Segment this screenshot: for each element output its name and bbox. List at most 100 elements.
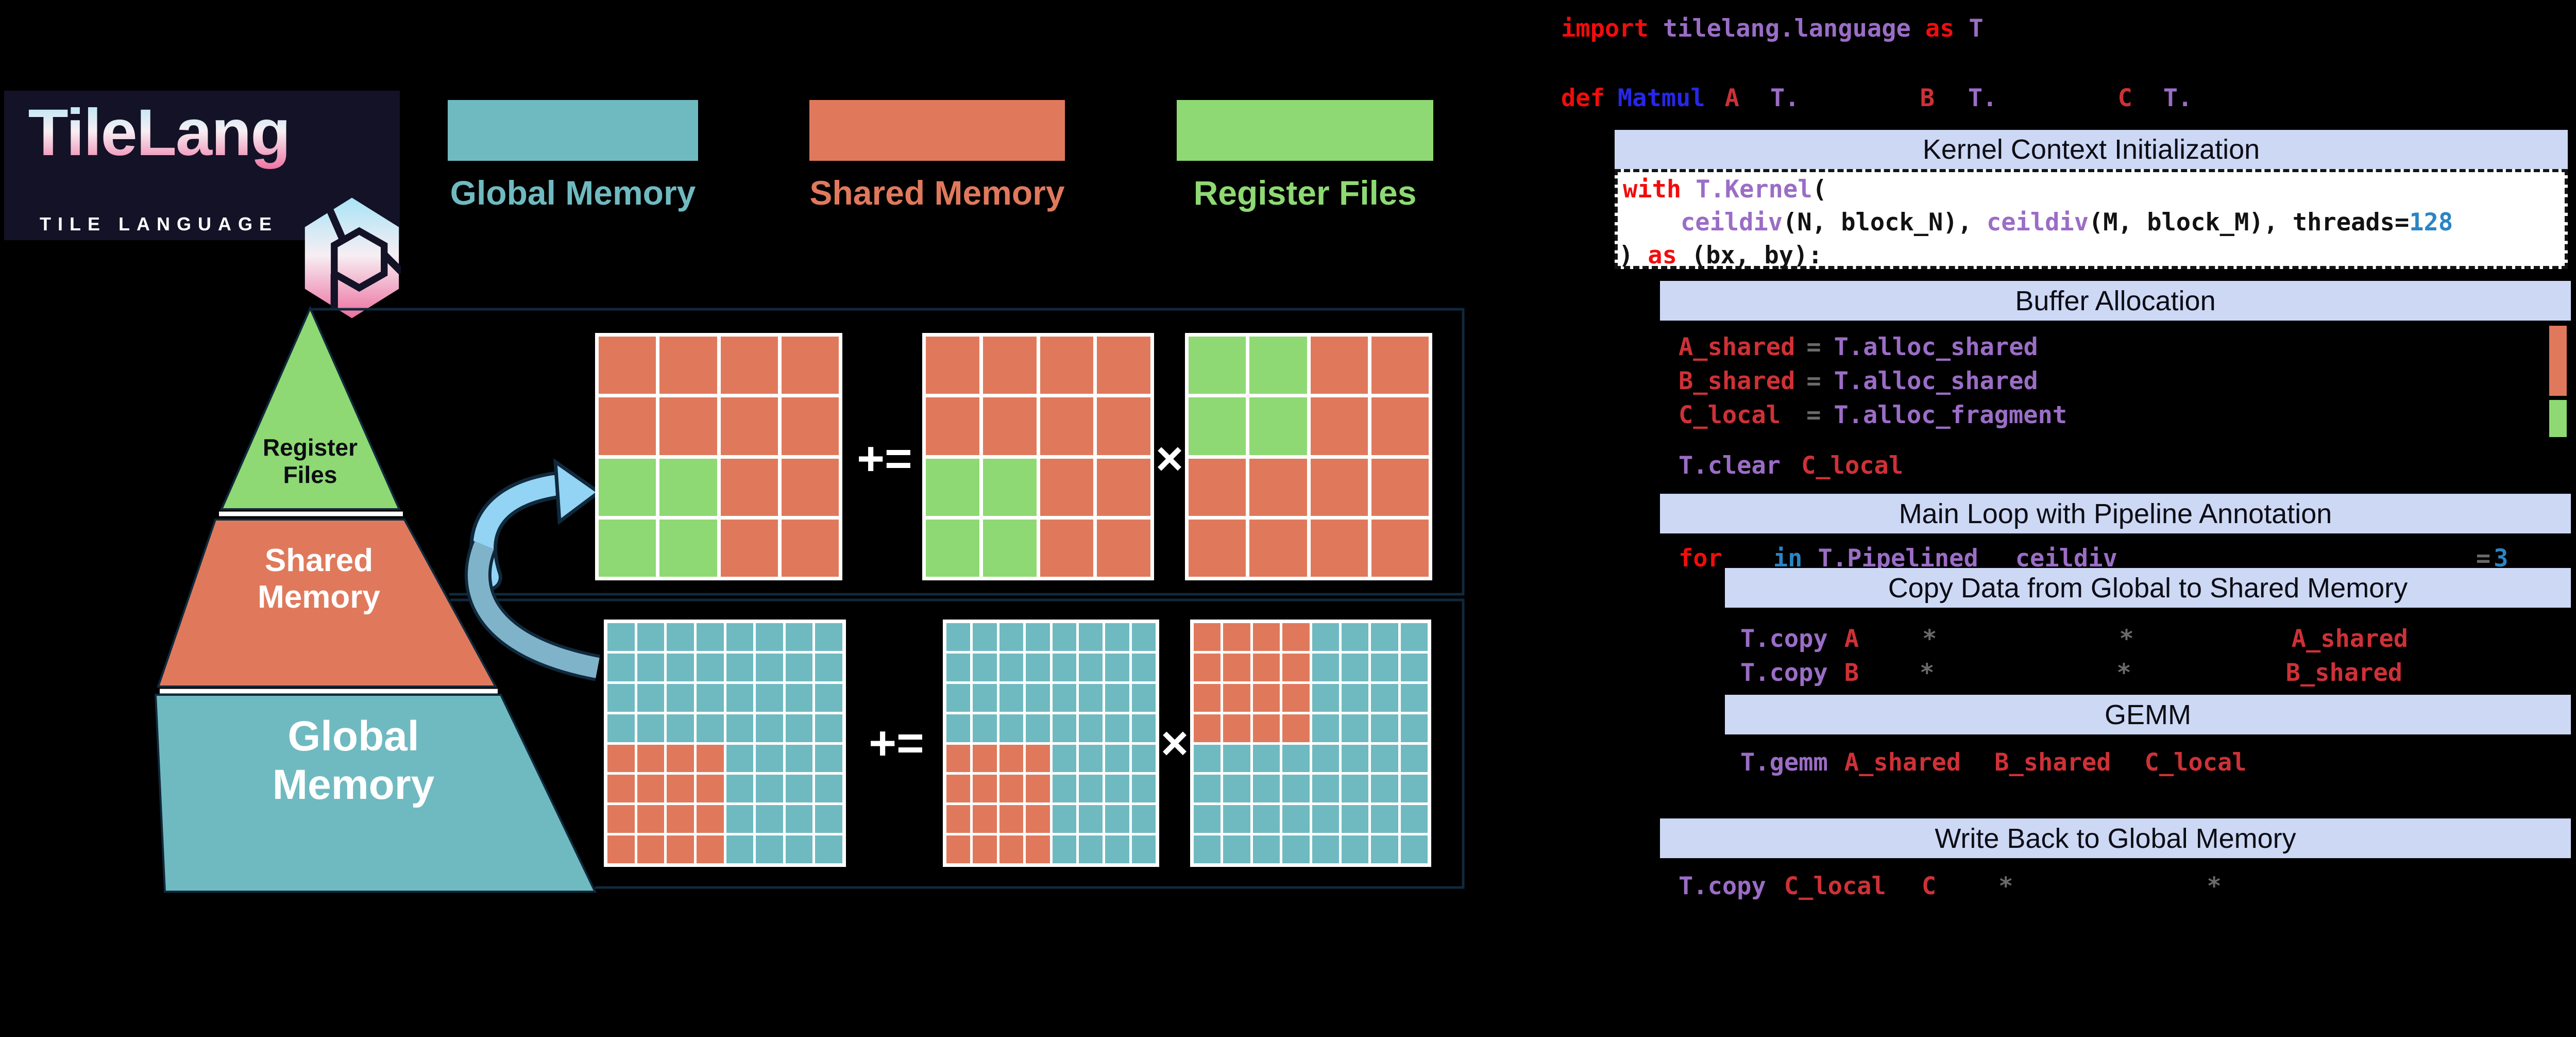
code-token: T.Kernel bbox=[1696, 175, 1812, 204]
arrowhead-icon bbox=[553, 458, 602, 525]
matrix-cell bbox=[1026, 805, 1050, 833]
matrix-cell bbox=[1040, 519, 1094, 577]
code-token: T.gemm bbox=[1740, 748, 1828, 777]
matrix-cell bbox=[696, 623, 724, 651]
matrix-cell bbox=[1026, 714, 1050, 742]
matrix-cell bbox=[1400, 835, 1428, 863]
shared-memory-tag bbox=[2549, 326, 2567, 396]
pyramid-label-register: Register Files bbox=[262, 434, 358, 488]
matrix-cell bbox=[1131, 653, 1156, 681]
section-header-writeback: Write Back to Global Memory bbox=[1660, 818, 2571, 858]
matrix-cell bbox=[946, 805, 971, 833]
matrix-cell bbox=[1105, 653, 1129, 681]
matrix-cell bbox=[637, 744, 665, 773]
shared-tile-matrix-a bbox=[922, 333, 1154, 580]
legend-label-global: Global Memory bbox=[450, 174, 696, 212]
matrix-cell bbox=[1282, 623, 1310, 651]
matrix-cell bbox=[815, 835, 842, 863]
matrix-cell bbox=[1052, 744, 1076, 773]
matrix-cell bbox=[1341, 835, 1369, 863]
matrix-cell bbox=[726, 714, 754, 742]
matrix-cell bbox=[1194, 653, 1221, 681]
matrix-cell bbox=[926, 337, 979, 394]
matrix-cell bbox=[599, 519, 656, 577]
matrix-cell bbox=[659, 458, 717, 516]
matrix-cell bbox=[1252, 805, 1280, 833]
matrix-cell bbox=[667, 653, 694, 681]
matrix-cell bbox=[1026, 744, 1050, 773]
matrix-cell bbox=[1341, 623, 1369, 651]
matrix-cell bbox=[726, 683, 754, 712]
code-token: = bbox=[1806, 401, 1821, 429]
matrix-cell bbox=[785, 653, 813, 681]
matrix-cell bbox=[607, 744, 635, 773]
matrix-cell bbox=[1105, 805, 1129, 833]
matrix-cell bbox=[1252, 835, 1280, 863]
matrix-cell bbox=[1131, 744, 1156, 773]
matrix-cell bbox=[607, 805, 635, 833]
matrix-cell bbox=[785, 714, 813, 742]
shared-tiles-group-box bbox=[310, 308, 1465, 596]
code-token: def bbox=[1561, 84, 1605, 112]
matrix-cell bbox=[599, 337, 656, 394]
matrix-cell bbox=[781, 397, 839, 455]
matrix-cell bbox=[599, 458, 656, 516]
matrix-cell bbox=[1052, 835, 1076, 863]
code-token: T bbox=[1969, 14, 1984, 43]
matrix-cell bbox=[999, 653, 1024, 681]
matrix-cell bbox=[946, 653, 971, 681]
code-token: C_local bbox=[1784, 872, 1886, 900]
global-tiles-group-box bbox=[450, 598, 1465, 889]
matrix-cell bbox=[999, 623, 1024, 651]
matrix-cell bbox=[1252, 744, 1280, 773]
matrix-cell bbox=[1400, 714, 1428, 742]
matrix-cell bbox=[756, 714, 783, 742]
matrix-cell bbox=[1223, 835, 1250, 863]
matrix-cell bbox=[1371, 683, 1398, 712]
accumulate-operator-top: += bbox=[857, 432, 912, 485]
matrix-cell bbox=[1026, 775, 1050, 803]
matrix-cell bbox=[1052, 805, 1076, 833]
matrix-cell bbox=[1189, 337, 1246, 394]
code-token: T.clear bbox=[1679, 451, 1781, 480]
matrix-cell bbox=[1249, 519, 1307, 577]
matrix-cell bbox=[1371, 519, 1429, 577]
code-token: (bx, by): bbox=[1691, 241, 1823, 270]
matrix-cell bbox=[756, 623, 783, 651]
matrix-cell bbox=[1341, 775, 1369, 803]
matrix-cell bbox=[607, 623, 635, 651]
matrix-cell bbox=[815, 653, 842, 681]
matrix-cell bbox=[1052, 653, 1076, 681]
matrix-cell bbox=[720, 458, 778, 516]
matrix-cell bbox=[696, 775, 724, 803]
pyramid-level-shared bbox=[157, 518, 498, 688]
matrix-cell bbox=[785, 835, 813, 863]
code-token: T. bbox=[1770, 84, 1800, 112]
logo-title: TileLang bbox=[19, 95, 299, 171]
shared-tile-matrix-c bbox=[595, 333, 842, 580]
matrix-cell bbox=[696, 653, 724, 681]
legend-label-register: Register Files bbox=[1193, 174, 1417, 212]
matrix-cell bbox=[1052, 683, 1076, 712]
matrix-cell bbox=[667, 744, 694, 773]
code-token: A_shared bbox=[1844, 748, 1961, 777]
matrix-cell bbox=[999, 835, 1024, 863]
matrix-cell bbox=[1312, 835, 1339, 863]
code-token: as bbox=[1648, 241, 1677, 270]
matrix-cell bbox=[926, 519, 979, 577]
matrix-cell bbox=[607, 835, 635, 863]
matrix-cell bbox=[756, 775, 783, 803]
matrix-cell bbox=[1194, 714, 1221, 742]
code-token: in bbox=[1773, 544, 1803, 573]
matrix-cell bbox=[1312, 623, 1339, 651]
matrix-cell bbox=[1105, 775, 1129, 803]
matrix-cell bbox=[667, 623, 694, 651]
matrix-cell bbox=[946, 683, 971, 712]
matrix-cell bbox=[1105, 744, 1129, 773]
